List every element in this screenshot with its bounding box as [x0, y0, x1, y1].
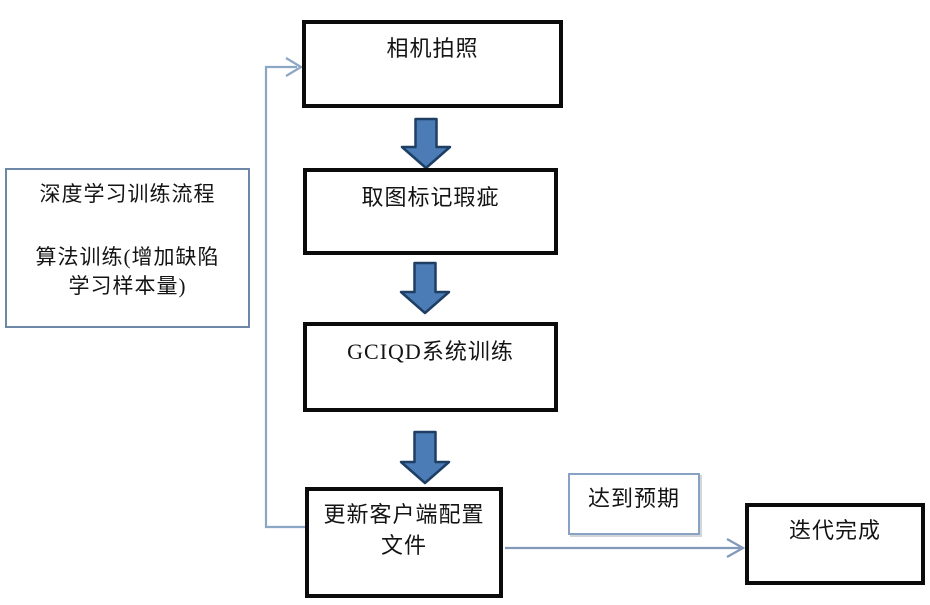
flow-node-gciqd-training: GCIQD系统训练 [303, 322, 558, 412]
flow-node-label: 相机拍照 [386, 36, 479, 61]
feedback-arrowhead-icon [285, 57, 304, 77]
annotation-line1: 深度学习训练流程 [39, 182, 216, 206]
flow-node-label: 取图标记瑕疵 [361, 185, 500, 210]
flow-node-label: GCIQD系统训练 [347, 339, 514, 364]
feedback-connector-line [264, 65, 305, 529]
annotation-line2: 算法训练(增加缺陷 [35, 245, 220, 269]
flow-node-iteration-complete: 迭代完成 [745, 503, 925, 585]
flow-node-camera-capture: 相机拍照 [302, 20, 563, 108]
flow-node-label: 迭代完成 [788, 518, 881, 543]
flow-node-mark-defects: 取图标记瑕疵 [303, 168, 558, 255]
flow-node-label-line1: 更新客户端配置 [323, 502, 485, 527]
block-arrow-down-icon [400, 117, 452, 170]
block-arrow-down-icon [399, 430, 451, 485]
flow-node-label-line2: 文件 [380, 533, 427, 558]
done-arrowhead-icon [726, 538, 746, 558]
annotation-line3: 学习样本量) [68, 274, 187, 298]
block-arrow-down-icon [399, 261, 451, 315]
annotation-box-training-process: 深度学习训练流程 算法训练(增加缺陷 学习样本量) [5, 168, 250, 328]
condition-label: 达到预期 [587, 486, 680, 511]
flow-node-update-client-config: 更新客户端配置 文件 [305, 487, 503, 598]
condition-box-expectation-met: 达到预期 [568, 473, 700, 535]
